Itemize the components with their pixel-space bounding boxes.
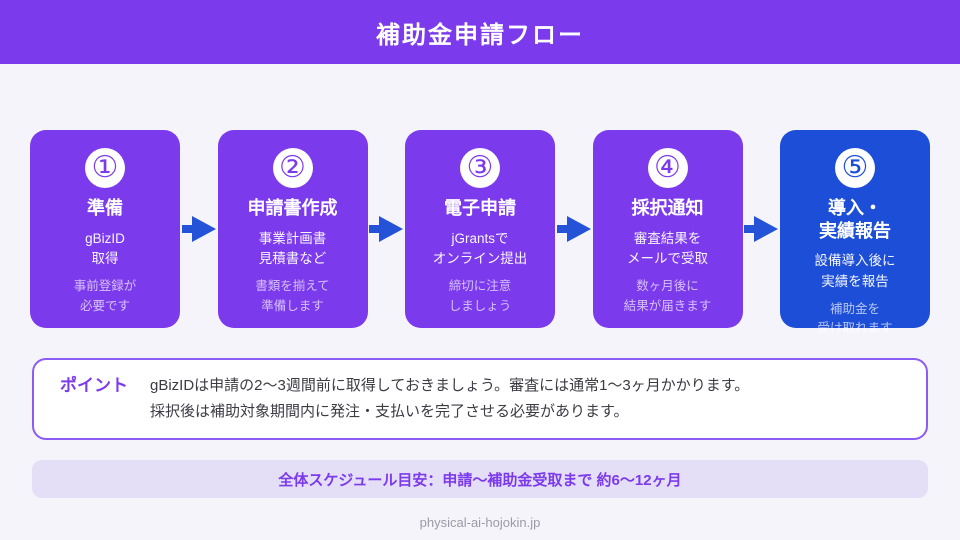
arrow-right-icon [743, 130, 781, 328]
step-title: 準備 [87, 198, 123, 218]
step-number: ③ [466, 151, 494, 184]
schedule-text: 全体スケジュール目安：申請〜補助金受取まで 約6〜12ヶ月 [278, 471, 682, 489]
arrow-right-icon [180, 130, 218, 328]
arrow-right-icon [368, 130, 406, 328]
flow-step-card-3: ③ 電子申請 jGrantsで オンライン提出 締切に注意 しましょう [405, 130, 555, 328]
flow-step-card-1: ① 準備 gBizID 取得 事前登録が 必要です [30, 130, 180, 328]
step-number-badge: ① [85, 148, 125, 188]
point-line-2: 採択後は補助対象期間内に発注・支払いを完了させる必要があります。 [150, 403, 629, 420]
step-subtitle: 設備導入後に 実績を報告 [814, 253, 896, 289]
step-detail: 締切に注意 しましょう [448, 279, 512, 313]
schedule-banner: 全体スケジュール目安：申請〜補助金受取まで 約6〜12ヶ月 [32, 460, 928, 498]
arrow-right-icon [555, 130, 593, 328]
step-detail: 補助金を 受け取れます [817, 301, 893, 336]
step-subtitle: jGrantsで オンライン提出 [432, 230, 528, 267]
point-line-1: gBizIDは申請の2〜3週間前に取得しておきましょう。審査には通常1〜3ヶ月か… [150, 377, 750, 394]
flow-step-card-5: ⑤ 導入・ 実績報告 設備導入後に 実績を報告 補助金を 受け取れます [780, 130, 930, 335]
step-title: 申請書作成 [247, 198, 338, 218]
page-title: 補助金申請フロー [376, 21, 584, 49]
step-number-badge: ④ [647, 148, 688, 188]
step-title: 電子申請 [444, 198, 516, 218]
step-number: ④ [654, 151, 681, 184]
step-subtitle: gBizID 取得 [85, 230, 125, 267]
flow-diagram: ① 準備 gBizID 取得 事前登録が 必要です ② 申請書作成 事業計画書 … [30, 130, 930, 335]
step-number-badge: ⑤ [835, 148, 875, 188]
header-bar: 補助金申請フロー [0, 0, 960, 64]
step-subtitle: 事業計画書 見積書など [258, 230, 327, 267]
step-number-badge: ③ [460, 148, 500, 188]
point-text: gBizIDは申請の2〜3週間前に取得しておきましょう。審査には通常1〜3ヶ月か… [150, 373, 749, 425]
step-detail: 数ヶ月後に 結果が届きます [623, 279, 712, 313]
step-number: ② [279, 151, 306, 184]
step-number-badge: ② [272, 148, 313, 188]
flow-step-card-4: ④ 採択通知 審査結果を メールで受取 数ヶ月後に 結果が届きます [592, 130, 743, 328]
step-detail: 書類を揃えて 準備します [255, 279, 330, 313]
flow-step-card-2: ② 申請書作成 事業計画書 見積書など 書類を揃えて 準備します [217, 130, 368, 328]
step-number: ① [91, 151, 119, 184]
step-number: ⑤ [841, 151, 869, 184]
step-subtitle: 審査結果を メールで受取 [627, 230, 708, 267]
step-title: 採択通知 [631, 198, 704, 218]
step-detail: 事前登録が 必要です [73, 279, 137, 313]
point-label: ポイント [60, 376, 128, 395]
point-callout: ポイント gBizIDは申請の2〜3週間前に取得しておきましょう。審査には通常1… [32, 358, 928, 440]
step-title: 導入・ 実績報告 [819, 198, 891, 241]
footer-site-name: physical-ai-hojokin.jp [419, 515, 541, 530]
